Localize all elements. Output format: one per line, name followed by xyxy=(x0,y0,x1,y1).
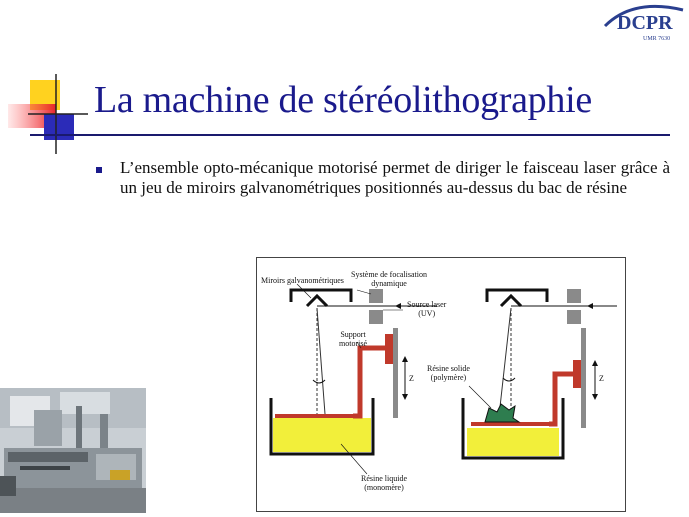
label-support-motorise: Support motorisé xyxy=(339,330,367,348)
title-divider xyxy=(30,134,670,136)
label-resine-liquide: Résine liquide (monomère) xyxy=(361,474,407,492)
label-focalisation: Système de focalisation dynamique xyxy=(351,270,427,288)
stereolithography-diagram: Miroirs galvanométriques Système de foca… xyxy=(256,257,626,512)
label-resine-solide-line1: Résine solide xyxy=(427,364,470,373)
label-resine-liquide-line2: (monomère) xyxy=(364,483,404,492)
label-support-line2: motorisé xyxy=(339,339,367,348)
diagram-drawing xyxy=(269,283,617,475)
label-support-line1: Support xyxy=(340,330,366,339)
bullet-square-icon xyxy=(96,167,102,173)
logo-text: DCPR xyxy=(617,12,673,34)
label-resine-solide: Résine solide (polymère) xyxy=(427,364,470,382)
bullet-item: L’ensemble opto-mécanique motorisé perme… xyxy=(96,158,670,198)
label-miroirs: Miroirs galvanométriques xyxy=(261,276,344,285)
label-z-right: Z xyxy=(599,374,604,383)
bullet-text: L’ensemble opto-mécanique motorisé perme… xyxy=(120,158,670,197)
label-source-line2: (UV) xyxy=(418,309,436,318)
logo-subtext: UMR 7630 xyxy=(643,36,670,42)
machine-photo xyxy=(0,388,146,513)
label-resine-solide-line2: (polymère) xyxy=(430,373,467,382)
label-source-line1: Source laser xyxy=(407,300,447,309)
decorative-squares xyxy=(8,74,88,154)
slide-title: La machine de stéréolithographie xyxy=(94,79,592,121)
right-machine xyxy=(461,288,617,460)
label-focalisation-line2: dynamique xyxy=(371,279,407,288)
left-machine xyxy=(269,283,437,475)
label-resine-liquide-line1: Résine liquide xyxy=(361,474,407,483)
label-z-left: Z xyxy=(409,374,414,383)
label-source-laser: Source laser (UV) xyxy=(407,300,446,318)
label-focalisation-line1: Système de focalisation xyxy=(351,270,427,279)
dcpr-logo: DCPR UMR 7630 xyxy=(603,4,684,42)
